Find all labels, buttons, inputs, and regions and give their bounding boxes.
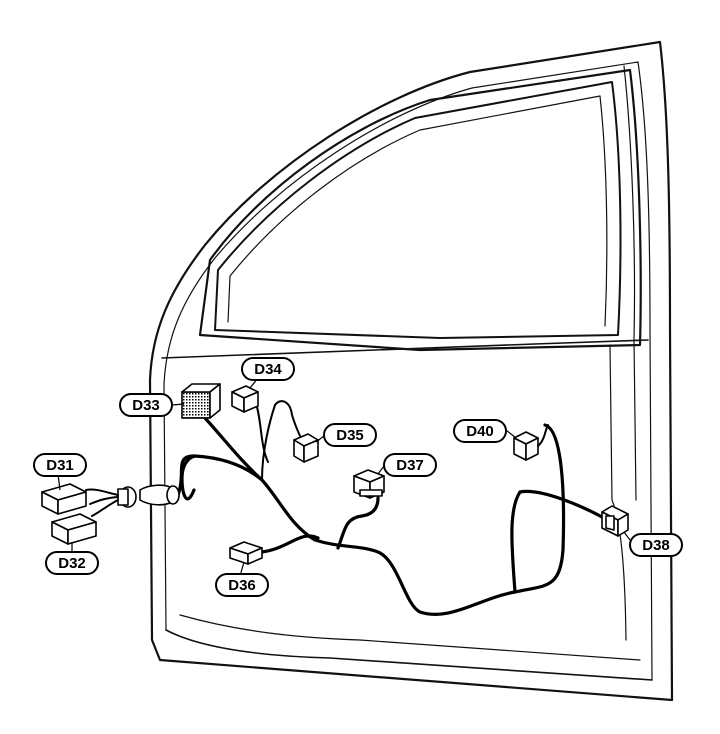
leader-d37 bbox=[377, 465, 385, 475]
label-d33-text: D33 bbox=[132, 397, 160, 414]
connector-d35 bbox=[293, 433, 319, 463]
harness-branch-d37 bbox=[336, 496, 380, 550]
connector-d34 bbox=[231, 385, 259, 413]
label-d35-text: D35 bbox=[336, 427, 364, 444]
belt-line bbox=[161, 339, 649, 359]
connector-d38 bbox=[601, 505, 629, 537]
window-glass bbox=[214, 81, 622, 339]
door-outer-outline bbox=[148, 40, 674, 702]
wire-d40 bbox=[537, 424, 549, 447]
wire-d32 bbox=[91, 499, 119, 517]
label-d37-text: D37 bbox=[396, 457, 424, 474]
harness-left-tail bbox=[180, 454, 197, 501]
connector-d37 bbox=[353, 469, 385, 499]
label-d38: D38 bbox=[629, 533, 683, 557]
leader-d40 bbox=[505, 429, 517, 439]
leader-d33 bbox=[171, 403, 185, 406]
label-d37: D37 bbox=[383, 453, 437, 477]
door-frame-right bbox=[623, 65, 637, 501]
window-frame-outer bbox=[198, 68, 642, 352]
label-d40: D40 bbox=[453, 419, 507, 443]
label-d34-text: D34 bbox=[254, 361, 282, 378]
connector-d31 bbox=[41, 483, 87, 515]
label-d33: D33 bbox=[119, 393, 173, 417]
connector-d32 bbox=[51, 513, 97, 545]
door-bottom-crease bbox=[179, 614, 641, 661]
harness-branch-d34 bbox=[261, 400, 303, 481]
label-d36: D36 bbox=[215, 573, 269, 597]
connector-d33 bbox=[181, 383, 221, 419]
label-d31-text: D31 bbox=[46, 457, 74, 474]
leader-d38 bbox=[623, 531, 631, 541]
harness-main-trunk bbox=[178, 423, 566, 616]
door-edge-right-inner bbox=[609, 344, 627, 641]
connector-d40 bbox=[513, 431, 539, 461]
grommet bbox=[117, 484, 180, 508]
leader-d35 bbox=[315, 435, 325, 443]
label-d31: D31 bbox=[33, 453, 87, 477]
wire-d31-b bbox=[89, 496, 119, 505]
window-glass-inner bbox=[227, 95, 608, 327]
harness-branch-d33 bbox=[203, 416, 264, 482]
door-bottom-edge bbox=[165, 629, 653, 681]
label-d32-text: D32 bbox=[58, 555, 86, 572]
harness-branch-d38 bbox=[510, 489, 606, 594]
label-d38-text: D38 bbox=[642, 537, 670, 554]
label-d35: D35 bbox=[323, 423, 377, 447]
harness-branch-d34-loop bbox=[254, 399, 269, 463]
label-d40-text: D40 bbox=[466, 423, 494, 440]
label-d36-text: D36 bbox=[228, 577, 256, 594]
connector-d36 bbox=[229, 541, 263, 565]
label-d32: D32 bbox=[45, 551, 99, 575]
wire-d31 bbox=[85, 488, 119, 496]
door-inner-outline bbox=[163, 61, 653, 681]
label-d34: D34 bbox=[241, 357, 295, 381]
harness-branch-d36 bbox=[260, 534, 320, 554]
